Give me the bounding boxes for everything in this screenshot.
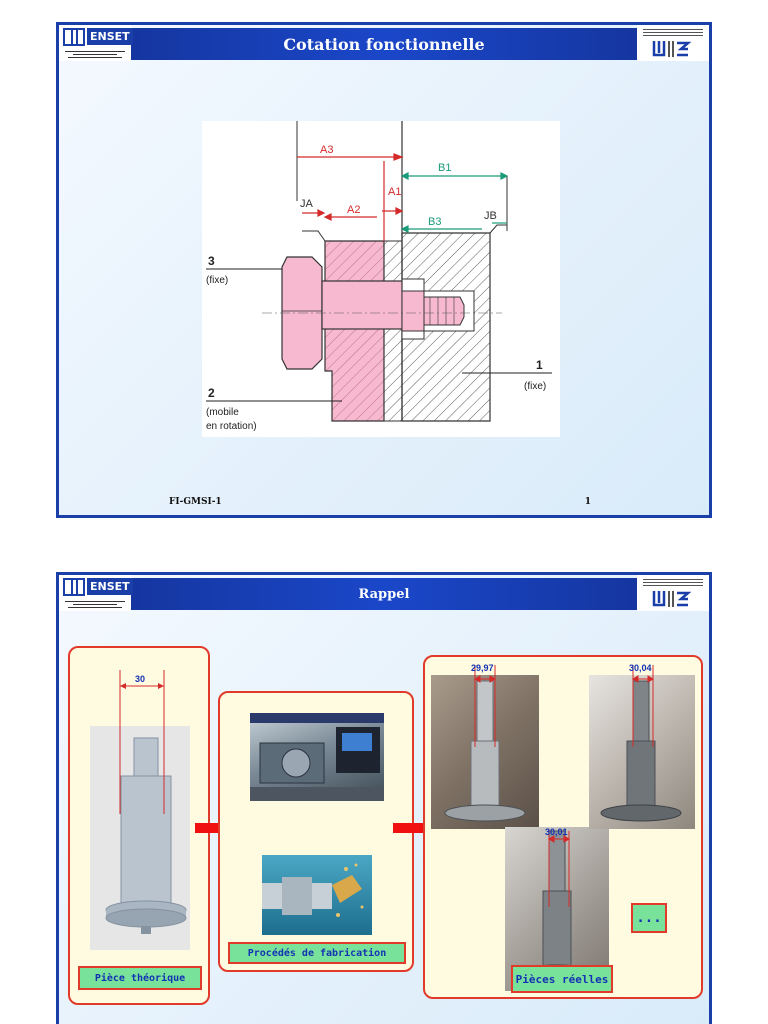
real-dim-label-1: 29,97: [471, 663, 494, 673]
university-logo: [637, 575, 709, 611]
dim-label-a1: A1: [388, 186, 401, 198]
slide-header: ENSET Rappel: [59, 575, 709, 611]
theoretical-part-panel: 30 Pièce théorique: [68, 646, 210, 1005]
theoretical-part-drawing: 30: [90, 670, 190, 950]
part3-number: 3: [208, 254, 215, 268]
real-part-photo-3: [589, 675, 695, 829]
dim-label-b1: B1: [438, 162, 451, 174]
real-parts-panel: 29,97 30,01 30,04 ... Pièces réelles: [423, 655, 703, 999]
part3-desc: (fixe): [206, 275, 228, 286]
university-mark-icon: [652, 591, 691, 607]
cnc-lathe-photo: [250, 713, 384, 801]
slide-cotation-fonctionnelle: ENSET Cotation fonctionnelle: [56, 22, 712, 518]
dim-label-jb: JB: [484, 210, 497, 222]
theoretical-part-caption: Pièce théorique: [78, 966, 202, 990]
slide-header: ENSET Cotation fonctionnelle: [59, 25, 709, 61]
part2-number: 2: [208, 386, 215, 400]
enset-logo-text: ENSET: [87, 578, 133, 595]
enset-logo: ENSET: [59, 25, 133, 61]
enset-mark-icon: [63, 578, 85, 596]
machining-photo: [262, 855, 372, 935]
enset-logo: ENSET: [59, 575, 133, 611]
slide-title: Cotation fonctionnelle: [131, 28, 637, 60]
enset-mark-icon: [63, 28, 85, 46]
real-dims-overlay: 29,97 30,01 30,04: [471, 663, 654, 907]
university-logo: [637, 25, 709, 61]
theoretical-dim-label: 30: [135, 674, 145, 684]
ellipsis-box: ...: [631, 903, 667, 933]
part1-number: 1: [536, 358, 543, 372]
slide-rappel: ENSET Rappel 30 Piè: [56, 572, 712, 1024]
real-dim-label-2: 30,01: [545, 827, 568, 837]
real-part-photo-1: [431, 675, 539, 829]
real-dim-label-3: 30,04: [629, 663, 652, 673]
part2-desc-line2: en rotation): [206, 421, 257, 432]
assembly-drawing: A3 B1 A1 JA A2 B3 JB 3 (fixe) 2 (mobile …: [202, 121, 560, 437]
page-number: 1: [584, 497, 591, 507]
dim-label-b3: B3: [428, 216, 441, 228]
part2-desc-line1: (mobile: [206, 407, 239, 418]
dim-label-ja: JA: [300, 198, 314, 210]
slide-title: Rappel: [131, 578, 637, 610]
dim-label-a3: A3: [320, 144, 333, 156]
university-mark-icon: [652, 41, 691, 57]
part1-desc: (fixe): [524, 381, 546, 392]
manufacturing-process-panel: Procédés de fabrication: [218, 691, 414, 972]
course-code: FI-GMSI-1: [169, 497, 222, 507]
manufacturing-process-caption: Procédés de fabrication: [228, 942, 406, 964]
assembly-svg: A3 B1 A1 JA A2 B3 JB 3 (fixe) 2 (mobile …: [206, 121, 552, 432]
dim-label-a2: A2: [347, 204, 360, 216]
enset-logo-text: ENSET: [87, 28, 133, 45]
real-parts-caption: Pièces réelles: [511, 965, 613, 993]
